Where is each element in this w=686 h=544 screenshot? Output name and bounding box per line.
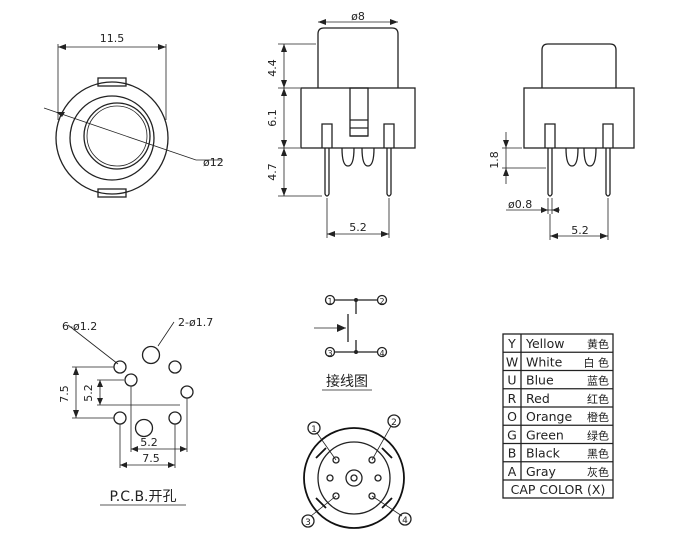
color-code-cell: Y [507, 336, 516, 351]
bottom-pin-4: 4 [402, 516, 408, 526]
wiring-title: 接线图 [326, 373, 368, 390]
color-name-cn-cell: 黄色 [587, 337, 609, 351]
dim-top-width: 11.5 [100, 32, 125, 45]
dim-h1: 4.4 [266, 59, 279, 77]
color-name-cn-cell: 橙色 [587, 410, 609, 424]
dim-h3: 4.7 [266, 163, 279, 181]
dim-pcb-x2: 7.5 [142, 452, 160, 465]
color-name-cn-cell: 绿色 [587, 428, 609, 442]
bottom-pin-3: 3 [305, 518, 311, 528]
wiring-pin-4: 4 [379, 349, 384, 358]
bottom-pin-1: 1 [311, 425, 317, 435]
color-name-cn-cell: 灰色 [587, 465, 609, 479]
top-view: 11.5 ø12 [43, 32, 224, 198]
dim-pcb-small-holes: 6-ø1.2 [62, 320, 97, 333]
wiring-pin-3: 3 [327, 349, 332, 358]
front-view: ø8 4.4 6.1 4.7 5.2 [266, 10, 416, 238]
color-code-cell: B [508, 446, 517, 461]
color-code-cell: A [508, 464, 517, 479]
color-name-cn-cell: 黑色 [587, 447, 609, 461]
color-code-cell: U [507, 373, 516, 388]
dim-cap-dia: ø8 [351, 10, 365, 23]
wiring-diagram: 1 2 3 4 接线图 [314, 294, 388, 391]
bottom-pin-2: 2 [391, 418, 397, 428]
color-name-en-cell: Gray [526, 464, 556, 479]
cap-color-table: Y Yellow 黄色 W White 白 色 U Blue 蓝色 R Red 红色 O Orange 橙色… [502, 333, 614, 499]
color-code-cell: W [506, 354, 518, 369]
color-name-en-cell: Blue [526, 373, 554, 388]
dim-pin-pitch: 5.2 [349, 221, 367, 234]
bottom-view: 1 2 3 4 [301, 414, 412, 529]
table-footer: CAP COLOR (X) [511, 482, 606, 497]
dim-pcb-y2: 5.2 [82, 384, 95, 402]
color-name-en-cell: Yellow [525, 336, 564, 351]
dim-h2: 6.1 [266, 109, 279, 127]
color-code-cell: R [508, 391, 517, 406]
color-name-cn-cell: 蓝色 [587, 374, 609, 388]
pcb-layout: 6-ø1.2 2-ø1.7 7.5 5.2 5.2 7.5 [58, 316, 213, 506]
wiring-pin-2: 2 [379, 297, 384, 306]
side-view: 1.8 ø0.8 5.2 [488, 43, 635, 240]
dim-pcb-large-holes: 2-ø1.7 [178, 316, 213, 329]
color-name-en-cell: Black [526, 446, 561, 461]
color-name-en-cell: White [526, 354, 563, 369]
color-name-en-cell: Red [526, 391, 550, 406]
color-name-en-cell: Orange [526, 409, 572, 424]
color-name-en-cell: Green [526, 427, 564, 442]
dim-pin-dia: ø0.8 [508, 198, 532, 211]
color-name-cn-cell: 红色 [587, 392, 609, 406]
color-code-cell: G [507, 427, 517, 442]
pcb-title: P.C.B.开孔 [110, 489, 177, 505]
dim-side-pitch: 5.2 [571, 224, 589, 237]
wiring-pin-1: 1 [327, 297, 332, 306]
dim-top-dia: ø12 [203, 156, 224, 169]
color-name-cn-cell: 白 色 [584, 355, 610, 369]
dim-pcb-y1: 7.5 [58, 385, 71, 403]
dim-pcb-x1: 5.2 [140, 436, 158, 449]
dim-side-h: 1.8 [488, 151, 501, 169]
color-code-cell: O [507, 409, 517, 424]
